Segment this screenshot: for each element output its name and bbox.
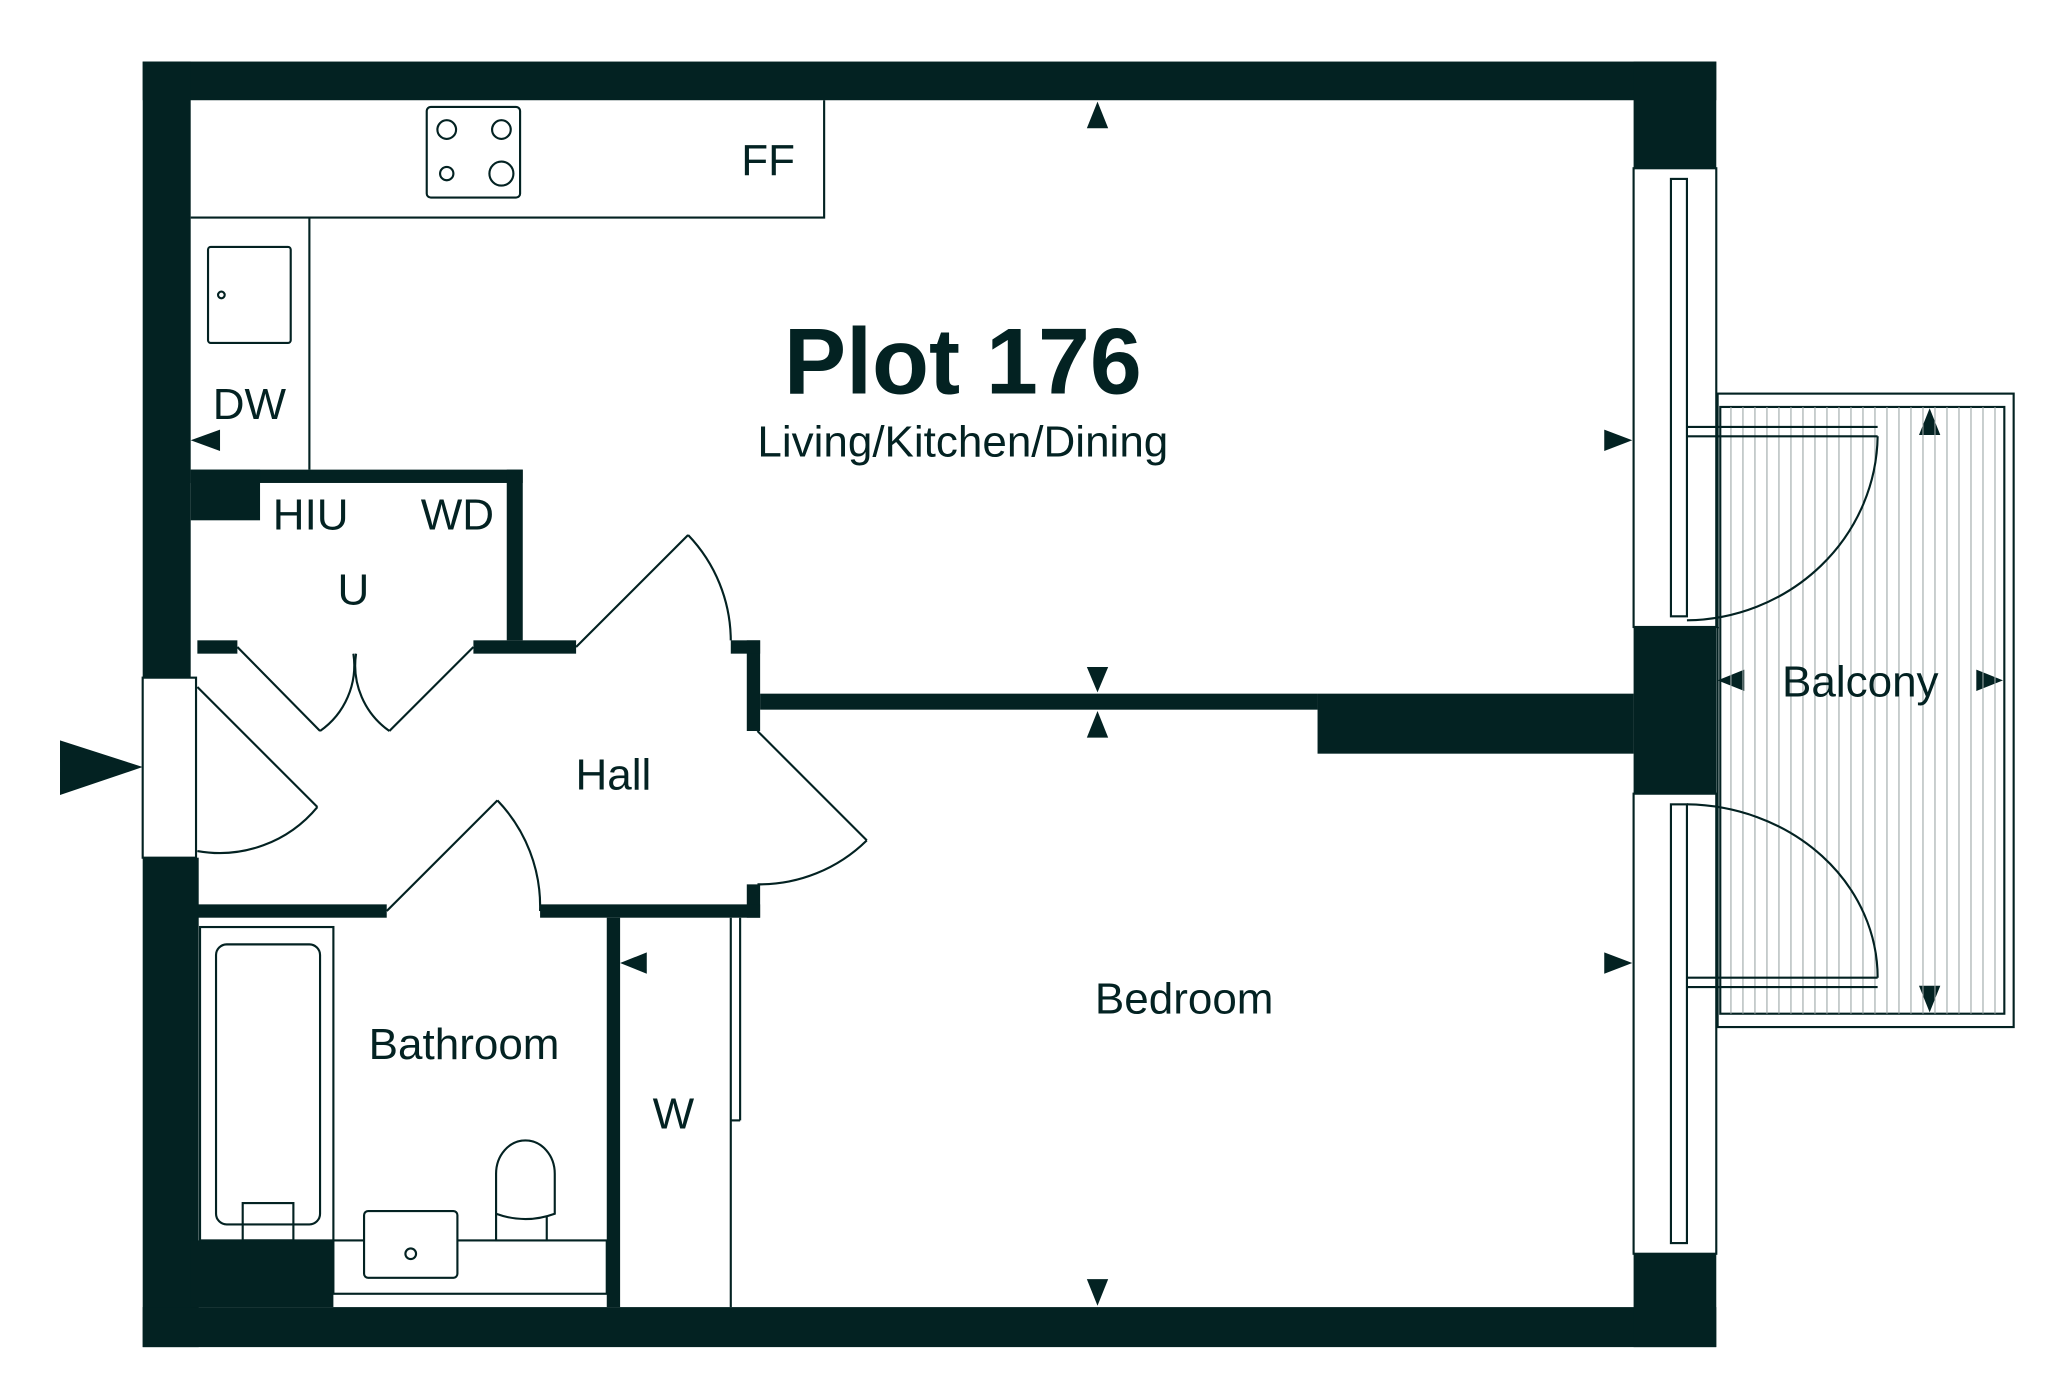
internal-walls: [190, 469, 1634, 1308]
exterior-walls: [142, 61, 1717, 1348]
label-utility: U: [337, 565, 369, 614]
internal-doors[interactable]: [236, 534, 868, 912]
label-wd: WD: [421, 491, 494, 540]
room-label-bedroom: Bedroom: [1095, 975, 1274, 1024]
room-label-living: Living/Kitchen/Dining: [757, 417, 1168, 466]
wardrobe: [620, 917, 742, 1308]
room-label-hall: Hall: [576, 751, 652, 800]
sink-icon: [206, 245, 292, 345]
room-label-balcony: Balcony: [1782, 657, 1939, 706]
entrance-door[interactable]: [60, 676, 319, 859]
label-wardrobe: W: [653, 1089, 695, 1138]
toilet-icon: [495, 1139, 556, 1242]
windows: [1632, 167, 1718, 1255]
hob-icon: [425, 105, 522, 199]
kitchen-counter: [190, 100, 826, 470]
label-hiu: HIU: [273, 491, 349, 540]
label-dw: DW: [213, 380, 287, 429]
room-label-bathroom: Bathroom: [369, 1020, 560, 1069]
label-ff: FF: [741, 136, 795, 185]
balcony: [1686, 392, 2015, 1029]
bathroom-fixtures: [198, 925, 608, 1295]
basin-icon: [362, 1210, 459, 1279]
plot-title: Plot 176: [784, 310, 1142, 414]
bath-icon: [214, 943, 322, 1226]
